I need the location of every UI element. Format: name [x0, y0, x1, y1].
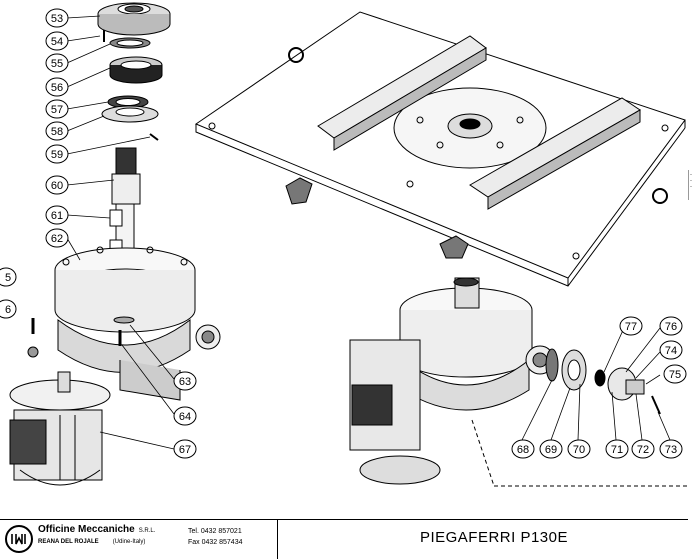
exploded-view-drawing: 53 54 55 56 57 58 59 60 61 62 63 64 67 6…	[0, 2, 688, 487]
svg-text:74: 74	[665, 345, 677, 357]
callout-67: 67	[173, 439, 197, 459]
svg-text:73: 73	[665, 444, 677, 456]
callout-55: 55	[45, 53, 69, 73]
svg-text:61: 61	[51, 210, 63, 222]
part-callouts: 53 54 55 56 57 58 59 60 61 62 63 64 67 6…	[0, 8, 687, 459]
svg-text:6: 6	[5, 304, 11, 316]
telephone: Tel. 0432 857021	[188, 528, 242, 535]
svg-text:62: 62	[51, 233, 63, 245]
assembled-gearbox	[349, 277, 688, 487]
callout-57: 57	[45, 99, 69, 119]
callout-58: 58	[45, 121, 69, 141]
callout-59: 59	[45, 144, 69, 164]
fax: Fax 0432 857434	[188, 539, 243, 546]
company-logo	[5, 525, 33, 553]
svg-text:57: 57	[51, 104, 63, 116]
callout-71: 71	[605, 439, 629, 459]
callout-6: 6	[0, 299, 17, 319]
svg-text:54: 54	[51, 36, 63, 48]
callout-53: 53	[45, 8, 69, 28]
drawing-title-block: PIEGAFERRI P130E	[278, 520, 688, 559]
callout-5: 5	[0, 267, 17, 287]
callout-68: 68	[511, 439, 535, 459]
callout-62: 62	[45, 228, 69, 248]
svg-text:63: 63	[179, 376, 191, 388]
page-scroll-marker[interactable]: ---	[688, 170, 696, 200]
part-62-gearbox	[54, 246, 221, 401]
part-53-flange	[97, 2, 171, 36]
callout-75: 75	[663, 364, 687, 384]
svg-text:67: 67	[179, 444, 191, 456]
svg-text:64: 64	[179, 411, 191, 423]
svg-text:59: 59	[51, 149, 63, 161]
svg-text:75: 75	[669, 369, 681, 381]
svg-text:55: 55	[51, 58, 63, 70]
part-60-shaft	[109, 147, 141, 275]
callout-72: 72	[631, 439, 655, 459]
svg-text:58: 58	[51, 126, 63, 138]
callout-73: 73	[659, 439, 683, 459]
callout-77: 77	[619, 316, 643, 336]
leader-lines	[66, 15, 671, 450]
company-contacts: Tel. 0432 857021 Fax 0432 857434	[188, 526, 243, 548]
part-67-motor	[9, 371, 111, 486]
callout-61: 61	[45, 205, 69, 225]
svg-text:5: 5	[5, 272, 11, 284]
callout-69: 69	[539, 439, 563, 459]
svg-text:77: 77	[625, 321, 637, 333]
part-56-bearing	[109, 56, 163, 84]
drawing-title: PIEGAFERRI P130E	[419, 529, 568, 546]
svg-text:56: 56	[51, 82, 63, 94]
callout-74: 74	[659, 340, 683, 360]
callout-54: 54	[45, 31, 69, 51]
callout-70: 70	[567, 439, 591, 459]
company-address: REANA DEL ROJALE(Udine-Italy)	[38, 539, 146, 545]
callout-76: 76	[659, 316, 683, 336]
svg-text:60: 60	[51, 180, 63, 192]
svg-text:76: 76	[665, 321, 677, 333]
svg-text:70: 70	[573, 444, 585, 456]
svg-text:69: 69	[545, 444, 557, 456]
svg-text:68: 68	[517, 444, 529, 456]
svg-text:71: 71	[611, 444, 623, 456]
callout-64: 64	[173, 406, 197, 426]
svg-text:72: 72	[637, 444, 649, 456]
bending-table	[194, 11, 686, 287]
svg-text:53: 53	[51, 13, 63, 25]
callout-56: 56	[45, 77, 69, 97]
callout-60: 60	[45, 175, 69, 195]
callout-63: 63	[173, 371, 197, 391]
